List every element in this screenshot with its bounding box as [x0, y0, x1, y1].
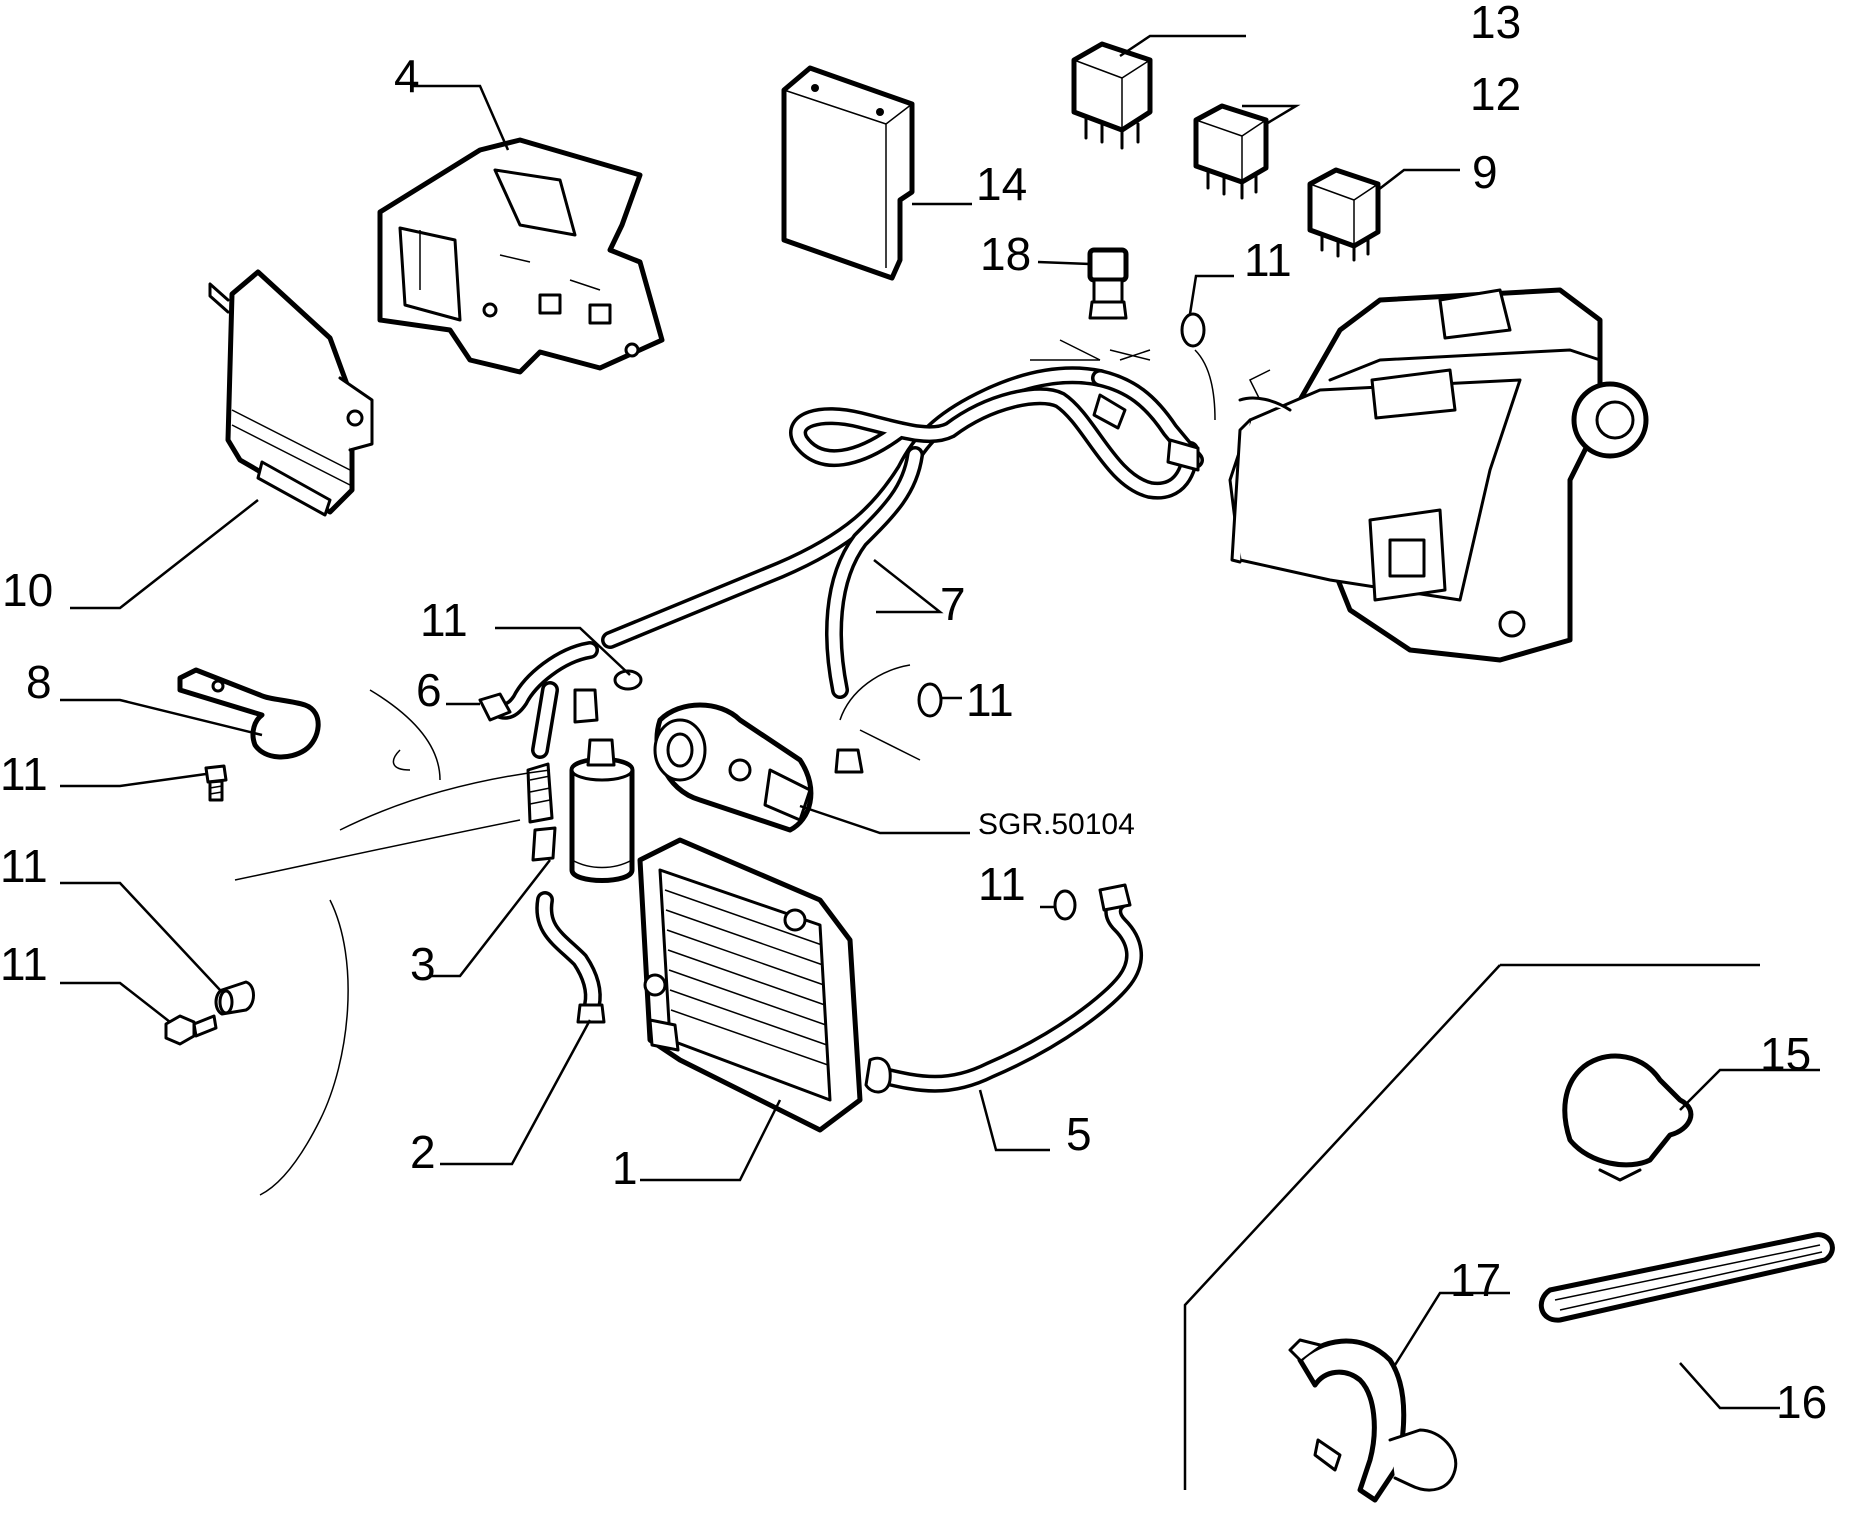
callout-13: 11: [0, 840, 48, 892]
part-11-seal-2: [613, 669, 643, 691]
part-19-trim-strip: [1538, 1232, 1835, 1323]
heater-evaporator-box: [1228, 287, 1649, 663]
part-11-seal-1: [1180, 312, 1206, 348]
callout-11-c: 11: [966, 674, 1014, 726]
callout-12: 11: [0, 748, 48, 800]
part-6-pipe: [478, 641, 599, 759]
callout-20: 17: [1450, 1254, 1501, 1306]
part-18-clip: [1562, 1053, 1694, 1182]
part-7-hose-assembly: [601, 339, 1204, 774]
callout-11-a: 11: [1244, 234, 1292, 286]
part-1-condenser: [637, 837, 863, 1133]
callout-8: 8: [26, 656, 52, 708]
part-14-bolt: [164, 1014, 218, 1046]
reference-lines: [234, 349, 1216, 1196]
leader-lines: [60, 34, 1820, 1490]
part-11-seal-4: [1053, 889, 1077, 921]
callout-4: 4: [394, 50, 420, 102]
callout-18: 15: [1760, 1028, 1811, 1080]
part-21-pressure-switch: [1087, 247, 1129, 320]
callout-3: 3: [410, 938, 436, 990]
part-16-relay: [1071, 41, 1153, 150]
callout-11-d: 11: [978, 858, 1026, 910]
callout-11-b: 11: [420, 594, 468, 646]
part-9-relay: [1307, 167, 1381, 262]
compressor: [653, 702, 814, 833]
callout-9: 9: [1472, 146, 1498, 198]
part-13-spacer: [214, 980, 255, 1016]
callouts: 4 13 12 9 14 18 11 10 7 11 8 6 11 11 SGR…: [0, 0, 1827, 1428]
callout-5: 5: [1066, 1108, 1092, 1160]
callout-10: 10: [2, 564, 53, 616]
part-20-hose-clamp: [1288, 1338, 1458, 1503]
callout-21: 18: [980, 228, 1031, 280]
part-8-clamp: [177, 667, 321, 760]
callout-14: 11: [0, 938, 48, 990]
callout-1: 1: [612, 1142, 638, 1194]
part-10-control-unit: [208, 269, 374, 517]
part-17-cover: [781, 65, 915, 281]
part-4-bracket: [377, 137, 665, 375]
callout-15: 12: [1470, 68, 1521, 120]
callout-16: 13: [1470, 0, 1521, 48]
callout-7: 7: [940, 578, 966, 630]
part-15-relay: [1193, 103, 1269, 200]
part-2-pipe: [535, 891, 606, 1024]
drawing-code: SGR.50104: [978, 808, 1135, 841]
callout-17: 14: [976, 158, 1027, 210]
part-12-bolt: [204, 764, 228, 802]
callout-19: 16: [1776, 1376, 1827, 1428]
part-3-receiver-drier: [526, 738, 635, 883]
part-11-seal-3: [917, 682, 943, 718]
callout-6: 6: [416, 664, 442, 716]
callout-2: 2: [410, 1126, 436, 1178]
part-5-hose: [864, 883, 1144, 1094]
